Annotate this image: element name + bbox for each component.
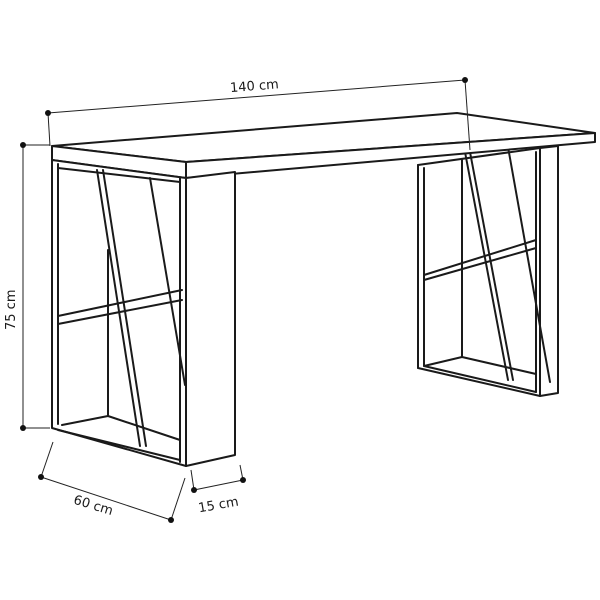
dimension-leg-thickness: 15 cm bbox=[190, 464, 246, 517]
tabletop bbox=[51, 112, 596, 179]
width-label: 140 cm bbox=[230, 77, 280, 96]
right-shelf-leg bbox=[417, 145, 559, 397]
dimension-width: 140 cm bbox=[45, 77, 471, 151]
depth-label: 60 cm bbox=[72, 493, 115, 519]
left-shelf-leg bbox=[51, 159, 236, 467]
dimension-height: 75 cm bbox=[4, 142, 50, 431]
leg-thickness-label: 15 cm bbox=[197, 495, 239, 517]
height-label: 75 cm bbox=[4, 290, 19, 331]
